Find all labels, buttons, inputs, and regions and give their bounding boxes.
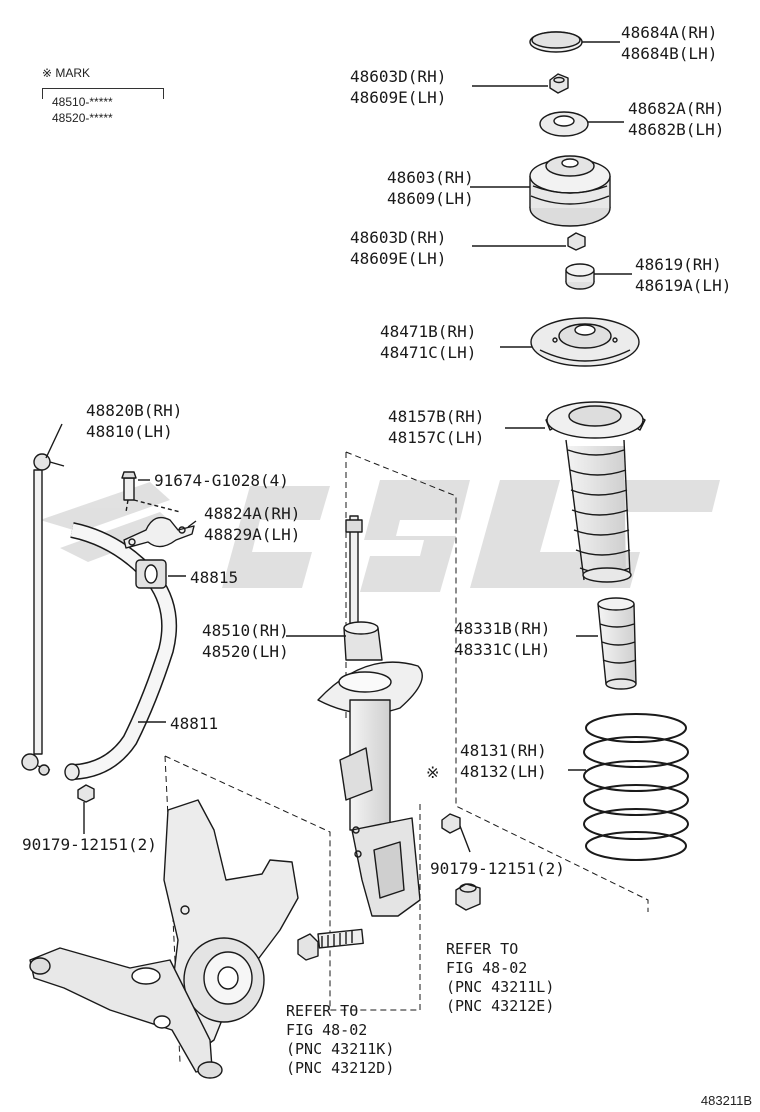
strut-support-48603 (529, 155, 611, 227)
part-label-48684[interactable]: 48684A(RH) 48684B(LH) (621, 23, 718, 63)
refer-note-right[interactable]: REFER TO FIG 48-02 (PNC 43211L) (PNC 432… (446, 940, 555, 1015)
steering-knuckle (163, 799, 299, 1051)
refer-note-left[interactable]: REFER TO FIG 48-02 (PNC 43211K) (PNC 432… (286, 1002, 395, 1077)
part-label-48815[interactable]: 48815 (190, 568, 239, 587)
strut-mark-symbol: ※ (426, 763, 440, 782)
part-label-48131[interactable]: 48131(RH) 48132(LH) (460, 741, 547, 781)
part-label-48157[interactable]: 48157B(RH) 48157C(LH) (388, 407, 485, 447)
mark-legend-title: ※ MARK (42, 66, 91, 80)
nut-90179-left (77, 784, 95, 803)
part-label-48811[interactable]: 48811 (170, 714, 219, 733)
bushing-48815 (135, 559, 167, 589)
shock-absorber-48510 (317, 515, 423, 917)
washer-48682 (539, 111, 589, 137)
part-label-48682[interactable]: 48682A(RH) 48682B(LH) (628, 99, 725, 139)
coil-spring-48131 (583, 713, 689, 861)
part-label-48603d-top[interactable]: 48603D(RH) 48609E(LH) (350, 67, 447, 107)
bolt-ref-left (297, 928, 364, 961)
part-label-48603d-mid[interactable]: 48603D(RH) 48609E(LH) (350, 228, 447, 268)
part-label-48510[interactable]: 48510(RH) 48520(LH) (202, 621, 289, 661)
part-label-48471[interactable]: 48471B(RH) 48471C(LH) (380, 322, 477, 362)
lower-control-arm (29, 947, 223, 1079)
part-label-90179-right[interactable]: 90179-12151(2) (430, 859, 565, 878)
part-label-48603[interactable]: 48603(RH) 48609(LH) (387, 168, 474, 208)
part-label-48820[interactable]: 48820B(RH) 48810(LH) (86, 401, 183, 441)
dust-cap-48684 (529, 31, 583, 53)
diagram-id: 483211B (700, 1093, 752, 1108)
mark-legend-line-1: 48510-***** (52, 95, 113, 109)
bump-stopper-48331 (597, 597, 637, 690)
bellows-boot-48157 (545, 401, 646, 583)
nut-90179-right (441, 813, 461, 834)
upper-seat-48471 (530, 317, 640, 367)
stabilizer-link-48820 (21, 453, 65, 776)
nut-48603d-top (549, 73, 569, 94)
part-label-48824[interactable]: 48824A(RH) 48829A(LH) (204, 504, 301, 544)
mark-legend: ※ MARK 48510-***** 48520-***** (42, 62, 164, 126)
part-label-48331[interactable]: 48331B(RH) 48331C(LH) (454, 619, 551, 659)
mark-legend-bracket (42, 88, 164, 99)
mark-legend-line-2: 48520-***** (52, 111, 113, 125)
bolt-head-ref-right (455, 883, 481, 911)
bolt-91674 (121, 471, 137, 501)
part-label-48619[interactable]: 48619(RH) 48619A(LH) (635, 255, 732, 295)
part-label-91674[interactable]: 91674-G1028(4) (154, 471, 289, 490)
part-label-90179-left[interactable]: 90179-12151(2) (22, 835, 157, 854)
nut-48603d-mid (567, 232, 586, 251)
bracket-48824 (123, 516, 195, 549)
collar-48619 (565, 263, 595, 290)
stabilizer-bar-48811 (64, 522, 178, 781)
